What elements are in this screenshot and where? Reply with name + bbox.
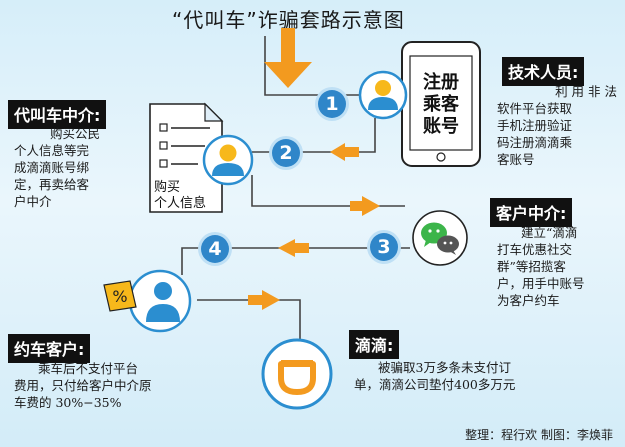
phone-text-line-3: 账号 [423, 116, 459, 137]
rider-person-avatar-icon [128, 269, 192, 333]
didi-text-line: 单，滴滴公司垫付400多万元 [354, 377, 516, 392]
arrow-left-icon-2 [278, 239, 295, 257]
document-icon [149, 102, 224, 213]
credit-line: 整理：程行欢 制图：李焕菲 [465, 428, 613, 442]
didi-label: 滴滴: [349, 330, 400, 359]
client-agent-text-line: 为客户约车 [497, 293, 560, 308]
client-agent-text-line: 打车优惠社交 [497, 242, 573, 257]
phone-text-line-1: 注册 [423, 72, 459, 93]
step-3-badge: 3 [370, 233, 398, 261]
step-4-badge: 4 [201, 235, 229, 263]
tech-text-line: 客账号 [497, 152, 535, 167]
didi-text-line: 被骗取3万多条未支付订 [378, 360, 511, 375]
connector-agent-to-client-agent [251, 175, 405, 207]
connector-rider-to-didi [197, 299, 301, 345]
arrow-right-icon-2 [248, 295, 264, 305]
phone-screen-text: 注册 乘客 账号 [410, 72, 472, 138]
rider-text-line: 车费的 30%−35% [14, 395, 122, 410]
tech-person-avatar-icon [358, 70, 408, 120]
document-caption-line-2: 个人信息 [154, 196, 207, 211]
phone-icon [401, 41, 481, 167]
rider-label: 约车客户: [8, 334, 91, 363]
tech-text-line: 码注册滴滴乘 [497, 135, 573, 150]
agent-description: 购买公民 个人信息等完 成滴滴账号绑 定，再卖给客 户中介 [14, 125, 138, 210]
client-agent-text-line: 建立“滴滴 [521, 225, 578, 240]
didi-description: 被骗取3万多条未支付订 单，滴滴公司垫付400多万元 [354, 359, 614, 393]
rider-text-line: 乘车后不支付平台 [38, 361, 139, 376]
tech-text-line: 软件平台获取 [497, 101, 573, 116]
client-agent-text-line: 户，用手中账号 [497, 276, 585, 291]
agent-text-line: 定，再卖给客 [14, 177, 90, 192]
step-2-badge: 2 [272, 139, 300, 167]
tech-text-line: 手机注册验证 [497, 118, 573, 133]
rider-description: 乘车后不支付平台 费用，只付给客户中介原 车费的 30%−35% [14, 360, 226, 411]
step-1-badge: 1 [318, 90, 346, 118]
didi-logo-icon [261, 338, 333, 410]
tech-label: 技术人员: [502, 57, 585, 86]
connector-top-to-tech [264, 36, 300, 96]
agent-text-line: 购买公民 [50, 126, 101, 141]
percent-tag-icon: % [103, 280, 137, 312]
tech-description: 利 用 非 法 软件平台获取 手机注册验证 码注册滴滴乘 客账号 [497, 83, 617, 168]
agent-text-line: 成滴滴账号绑 [14, 160, 90, 175]
agent-label: 代叫车中介: [8, 100, 107, 129]
tech-text-line: 利 用 非 法 [555, 84, 617, 99]
rider-text-line: 费用，只付给客户中介原 [14, 378, 152, 393]
arrow-left-icon [330, 143, 345, 161]
arrow-down-icon [264, 28, 312, 88]
document-caption-line-1: 购买 [154, 180, 181, 195]
wechat-icon [412, 210, 468, 266]
agent-person-avatar-icon [202, 134, 254, 186]
arrow-right-icon [350, 201, 364, 211]
svg-text:%: % [112, 287, 127, 306]
connector-tech-to-agent [252, 118, 376, 153]
agent-text-line: 户中介 [14, 194, 52, 209]
phone-text-line-2: 乘客 [423, 94, 459, 115]
connector-client-agent-to-rider [181, 247, 410, 275]
client-agent-description: 建立“滴滴 打车优惠社交 群”等招揽客 户，用手中账号 为客户约车 [497, 224, 621, 309]
client-agent-label: 客户中介: [490, 198, 573, 227]
client-agent-text-line: 群”等招揽客 [497, 259, 566, 274]
agent-text-line: 个人信息等完 [14, 143, 90, 158]
document-caption: 购买 个人信息 [154, 180, 206, 212]
